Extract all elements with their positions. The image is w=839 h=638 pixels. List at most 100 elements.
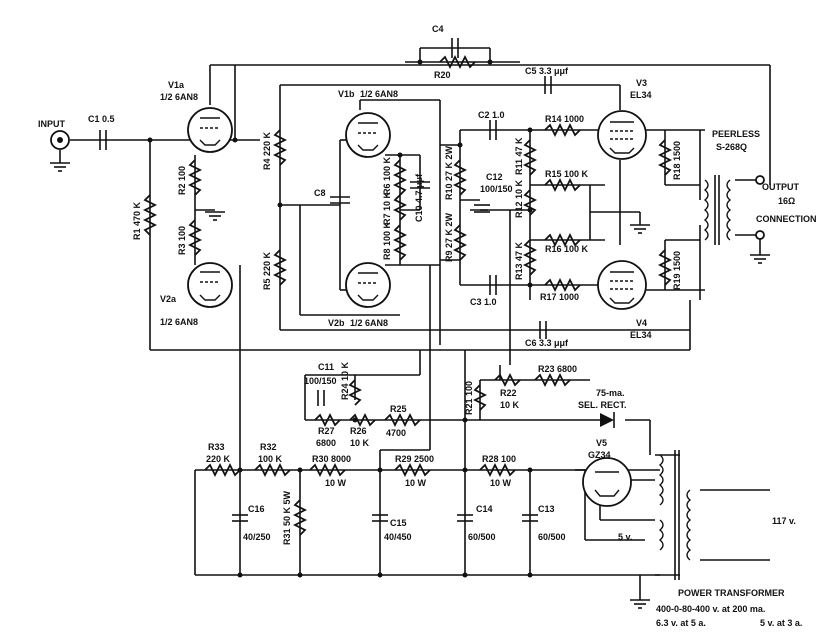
label-pt-title: POWER TRANSFORMER xyxy=(678,588,785,598)
resistor-r3 xyxy=(187,219,203,256)
capacitor-c13 xyxy=(522,514,538,522)
label-r22-val: 10 K xyxy=(500,400,520,410)
resistor-r6 xyxy=(392,159,408,196)
resistor-r27 xyxy=(314,412,341,428)
label-c6: C6 3.3 μμf xyxy=(525,338,569,348)
label-v1b: V1b xyxy=(338,89,355,99)
label-c12: C12 xyxy=(486,172,503,182)
label-r4: R4 220 K xyxy=(262,131,272,170)
capacitor-c5 xyxy=(544,76,552,94)
label-output-imp: 16Ω xyxy=(778,196,795,206)
tube-v5 xyxy=(582,457,632,507)
label-c11: C11 xyxy=(318,362,334,372)
ground-symbols xyxy=(50,162,770,609)
label-c2: C2 1.0 xyxy=(478,110,505,120)
label-c13: C13 xyxy=(538,504,555,514)
label-r24: R24 10 K xyxy=(340,361,350,400)
label-peerless: PEERLESS xyxy=(712,129,760,139)
capacitor-c1 xyxy=(99,130,107,150)
label-r33-val: 220 K xyxy=(206,454,231,464)
label-c16: C16 xyxy=(248,504,265,514)
label-r9: R9 27 K 2W xyxy=(444,212,454,262)
label-r27-val: 6800 xyxy=(316,438,336,448)
label-r30: R30 8000 xyxy=(312,454,351,464)
label-r15: R15 100 K xyxy=(545,169,589,179)
capacitor-c10 xyxy=(410,181,430,189)
label-r6: R6 100 K xyxy=(382,156,392,195)
label-c8: C8 xyxy=(314,188,326,198)
label-5v: 5 v. xyxy=(618,532,632,542)
label-c3: C3 1.0 xyxy=(470,297,497,307)
resistor-r9 xyxy=(452,224,468,261)
label-c15: C15 xyxy=(390,518,407,528)
label-r33: R33 xyxy=(208,442,225,452)
label-connection: CONNECTION xyxy=(756,214,817,224)
label-v2a-type: 1/2 6AN8 xyxy=(160,317,198,327)
resistor-r28 xyxy=(479,462,516,478)
resistor-r32 xyxy=(254,462,291,478)
label-r32-val: 100 K xyxy=(258,454,283,464)
label-c15-val: 40/450 xyxy=(384,532,412,542)
label-v1a-type: 1/2 6AN8 xyxy=(160,92,198,102)
label-c10: C10 4.7 μμf xyxy=(414,173,424,222)
label-sel-rect-1: 75-ma. xyxy=(596,388,625,398)
label-r19: R19 1500 xyxy=(672,251,682,290)
resistor-r20 xyxy=(439,54,476,70)
label-r28-w: 10 W xyxy=(490,478,512,488)
label-r10: R10 27 K 2W xyxy=(444,145,454,200)
tube-v2b xyxy=(345,262,391,308)
resistor-r8 xyxy=(392,224,408,261)
resistor-r19 xyxy=(657,249,673,286)
resistor-r16 xyxy=(544,232,581,248)
tube-v3 xyxy=(597,110,647,160)
label-r27: R27 xyxy=(318,426,335,436)
label-r13: R13 47 K xyxy=(514,241,524,280)
label-v4: V4 xyxy=(636,318,647,328)
label-v1b-type: 1/2 6AN8 xyxy=(360,89,398,99)
resistor-r33 xyxy=(204,462,241,478)
label-c11-val: 100/150 xyxy=(304,376,337,386)
label-c14: C14 xyxy=(476,504,493,514)
resistor-r13 xyxy=(522,239,538,276)
label-r29-w: 10 W xyxy=(405,478,427,488)
label-input: INPUT xyxy=(38,119,66,129)
label-v2a: V2a xyxy=(160,294,177,304)
label-r12: R12 10 K xyxy=(514,179,524,218)
resistor-r4 xyxy=(272,129,288,166)
label-pt-line2b: 5 v. at 3 a. xyxy=(760,618,802,628)
label-pt-line1: 400-0-80-400 v. at 200 ma. xyxy=(656,604,765,614)
resistor-r26 xyxy=(349,412,376,428)
label-r20: R20 xyxy=(434,70,451,80)
label-v4-type: EL34 xyxy=(630,330,652,340)
label-c14-val: 60/500 xyxy=(468,532,496,542)
labels: INPUT C1 0.5 V1a 1/2 6AN8 V2a 1/2 6AN8 V… xyxy=(38,24,817,628)
label-r25-val: 4700 xyxy=(386,428,406,438)
label-c16-val: 40/250 xyxy=(243,532,271,542)
label-r11: R11 47 K xyxy=(514,137,524,175)
resistor-r30 xyxy=(309,462,346,478)
label-v2b: V2b xyxy=(328,318,345,328)
label-v5: V5 xyxy=(596,438,607,448)
resistor-r17 xyxy=(544,277,581,293)
label-output: OUTPUT xyxy=(762,182,800,192)
label-v5-type: GZ34 xyxy=(588,450,611,460)
resistor-r29 xyxy=(394,462,431,478)
capacitor-c2 xyxy=(489,120,497,140)
label-c4: C4 xyxy=(432,24,444,34)
resistor-r5 xyxy=(272,249,288,286)
resistor-r10 xyxy=(452,159,468,196)
resistor-r2 xyxy=(187,159,203,196)
label-r1: R1 470 K xyxy=(132,201,142,240)
capacitor-c8 xyxy=(330,196,350,204)
resistor-r7 xyxy=(392,194,408,221)
input-jack xyxy=(50,130,70,150)
resistor-r22 xyxy=(494,372,521,388)
tube-v2a xyxy=(187,262,233,308)
label-r21: R21 100 xyxy=(464,381,474,415)
resistor-r1 xyxy=(142,194,158,236)
capacitors xyxy=(99,38,552,522)
label-r28: R28 100 xyxy=(482,454,516,464)
label-r26: R26 xyxy=(350,426,367,436)
resistor-r24 xyxy=(347,379,363,406)
